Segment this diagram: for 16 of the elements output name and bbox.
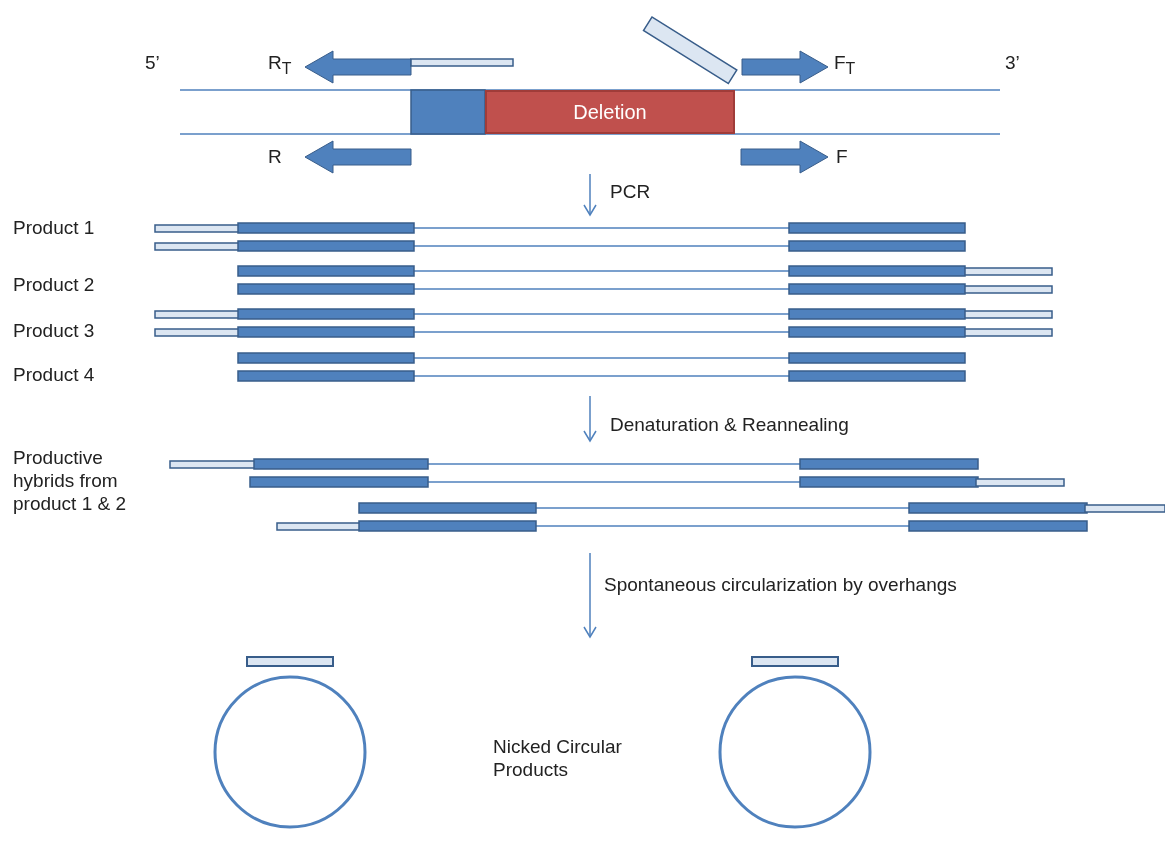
primer-label: R (268, 145, 282, 168)
strand-end-label: 3’ (1005, 51, 1020, 74)
row-label: Product 3 (13, 319, 95, 342)
row-label: Product 1 (13, 216, 95, 239)
row-label: Product 2 (13, 273, 95, 296)
deletion-box: Deletion (485, 90, 735, 134)
row-label: Productive hybrids from product 1 & 2 (13, 446, 128, 515)
strand-end-label: 5’ (145, 51, 160, 74)
primer-label: F$_{T}$ (834, 51, 856, 79)
step-label: Denaturation & Reannealing (610, 413, 849, 436)
caption-text: Nicked Circular Products (493, 735, 623, 781)
step-label: PCR (610, 180, 651, 203)
row-label: Product 4 (13, 363, 95, 386)
primer-label: R$_{T}$ (268, 51, 292, 79)
step-label: Spontaneous circularization by overhangs (604, 573, 957, 596)
primer-label: F (836, 145, 848, 168)
